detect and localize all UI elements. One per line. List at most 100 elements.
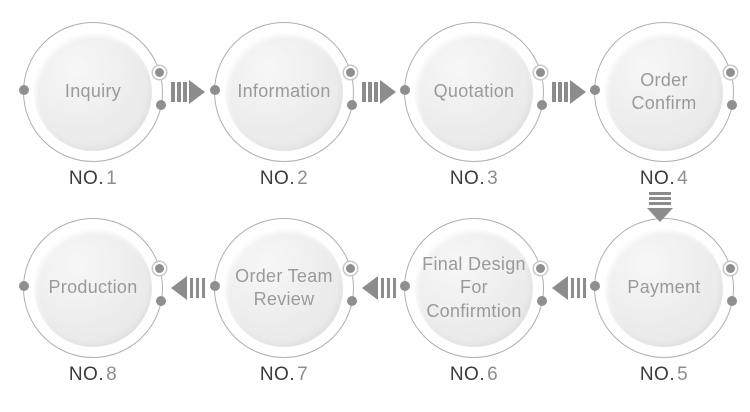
process-node-quotation: Quotation NO.3 — [400, 22, 547, 191]
arrow-head-right-icon — [189, 80, 205, 104]
arrow-bar — [362, 82, 366, 102]
arrow-bar — [649, 202, 671, 205]
connector-dot-top-right — [726, 264, 735, 273]
arrow-head-left-icon — [552, 276, 568, 300]
flow-arrow-4-to-5 — [647, 192, 673, 222]
node-number: NO.5 — [594, 363, 734, 387]
arrow-head-right-icon — [380, 80, 396, 104]
arrow-bar — [201, 278, 205, 298]
node-number-value: 7 — [297, 364, 309, 385]
arrow-bar — [189, 278, 193, 298]
connector-dot-left — [400, 85, 410, 95]
node-number-value: 6 — [487, 364, 499, 385]
connector-dot-bottom-right — [156, 296, 166, 306]
node-number: NO.3 — [404, 167, 544, 191]
process-node-final-design: Final Design For Confirmtion NO.6 — [400, 218, 547, 387]
node-number-value: 3 — [487, 168, 499, 189]
arrow-bar — [564, 82, 568, 102]
process-node-order-team-review: Order Team Review NO.7 — [210, 218, 357, 387]
node-circle: Inquiry — [19, 22, 166, 162]
connector-dot-left — [19, 85, 29, 95]
process-node-payment: Payment NO.5 — [590, 218, 737, 387]
node-number-prefix: NO. — [68, 168, 105, 189]
node-circle-fill — [605, 229, 723, 347]
connector-dot-bottom-right — [347, 100, 357, 110]
flow-arrow-5-to-6 — [552, 276, 586, 300]
node-circle: Quotation — [400, 22, 547, 162]
node-circle: Information — [210, 22, 357, 162]
arrow-bar — [392, 278, 396, 298]
node-number: NO.7 — [214, 363, 354, 387]
node-label: Production — [48, 277, 138, 298]
node-number: NO.6 — [404, 363, 544, 387]
connector-dot-bottom-right — [727, 296, 737, 306]
connector-dot-left — [590, 281, 600, 291]
connector-dot-left — [19, 281, 29, 291]
node-label: Payment — [627, 277, 701, 298]
node-number-prefix: NO. — [68, 364, 105, 385]
flow-arrow-1-to-2 — [171, 80, 205, 104]
arrow-bar — [649, 197, 671, 200]
node-circle-fill — [225, 229, 343, 347]
connector-dot-top-right — [536, 68, 545, 77]
connector-dot-left — [400, 281, 410, 291]
connector-dot-top-right — [346, 68, 355, 77]
arrow-head-left-icon — [171, 276, 187, 300]
node-label: Order Confirm — [631, 69, 697, 113]
node-circle-fill — [415, 229, 533, 347]
node-number-value: 8 — [106, 364, 118, 385]
connector-dot-left — [210, 281, 220, 291]
connector-dot-left — [590, 85, 600, 95]
node-circle: Final Design For Confirmtion — [400, 218, 547, 358]
arrow-bar — [386, 278, 390, 298]
arrow-head-left-icon — [362, 276, 378, 300]
flow-arrow-2-to-3 — [362, 80, 396, 104]
node-circle: Order Confirm — [590, 22, 737, 162]
arrow-bar — [582, 278, 586, 298]
connector-dot-top-right — [155, 264, 164, 273]
node-circle-fill — [34, 33, 152, 151]
flow-arrow-3-to-4 — [552, 80, 586, 104]
connector-dot-top-right — [346, 264, 355, 273]
node-label: Final Design For Confirmtion — [422, 254, 526, 321]
connector-dot-top-right — [155, 68, 164, 77]
connector-dot-bottom-right — [537, 100, 547, 110]
node-number-prefix: NO. — [639, 364, 676, 385]
arrow-bar — [183, 82, 187, 102]
connector-dot-top-right — [726, 68, 735, 77]
arrow-head-down-icon — [647, 208, 673, 222]
arrow-bar — [171, 82, 175, 102]
arrow-bar — [177, 82, 181, 102]
node-number-prefix: NO. — [449, 364, 486, 385]
node-circle: Order Team Review — [210, 218, 357, 358]
process-node-inquiry: Inquiry NO.1 — [19, 22, 166, 191]
node-circle: Production — [19, 218, 166, 358]
connector-dot-left — [210, 85, 220, 95]
arrow-bar — [552, 82, 556, 102]
node-label: Information — [237, 81, 331, 102]
node-circle-fill — [34, 229, 152, 347]
node-label: Order Team Review — [235, 265, 333, 309]
arrow-head-right-icon — [570, 80, 586, 104]
node-number-value: 2 — [297, 168, 309, 189]
node-number: NO.1 — [23, 167, 163, 191]
connector-dot-bottom-right — [347, 296, 357, 306]
arrow-bar — [374, 82, 378, 102]
node-number-prefix: NO. — [639, 168, 676, 189]
node-number-value: 1 — [106, 168, 118, 189]
process-node-production: Production NO.8 — [19, 218, 166, 387]
node-number: NO.4 — [594, 167, 734, 191]
node-number-prefix: NO. — [259, 364, 296, 385]
node-circle: Payment — [590, 218, 737, 358]
node-number: NO.2 — [214, 167, 354, 191]
node-circle-fill — [415, 33, 533, 151]
flow-arrow-6-to-7 — [362, 276, 396, 300]
arrow-bar — [570, 278, 574, 298]
node-circle-fill — [605, 33, 723, 151]
node-number-value: 5 — [677, 364, 689, 385]
node-number-prefix: NO. — [259, 168, 296, 189]
node-number-prefix: NO. — [449, 168, 486, 189]
node-number-value: 4 — [677, 168, 689, 189]
node-circle-fill — [225, 33, 343, 151]
